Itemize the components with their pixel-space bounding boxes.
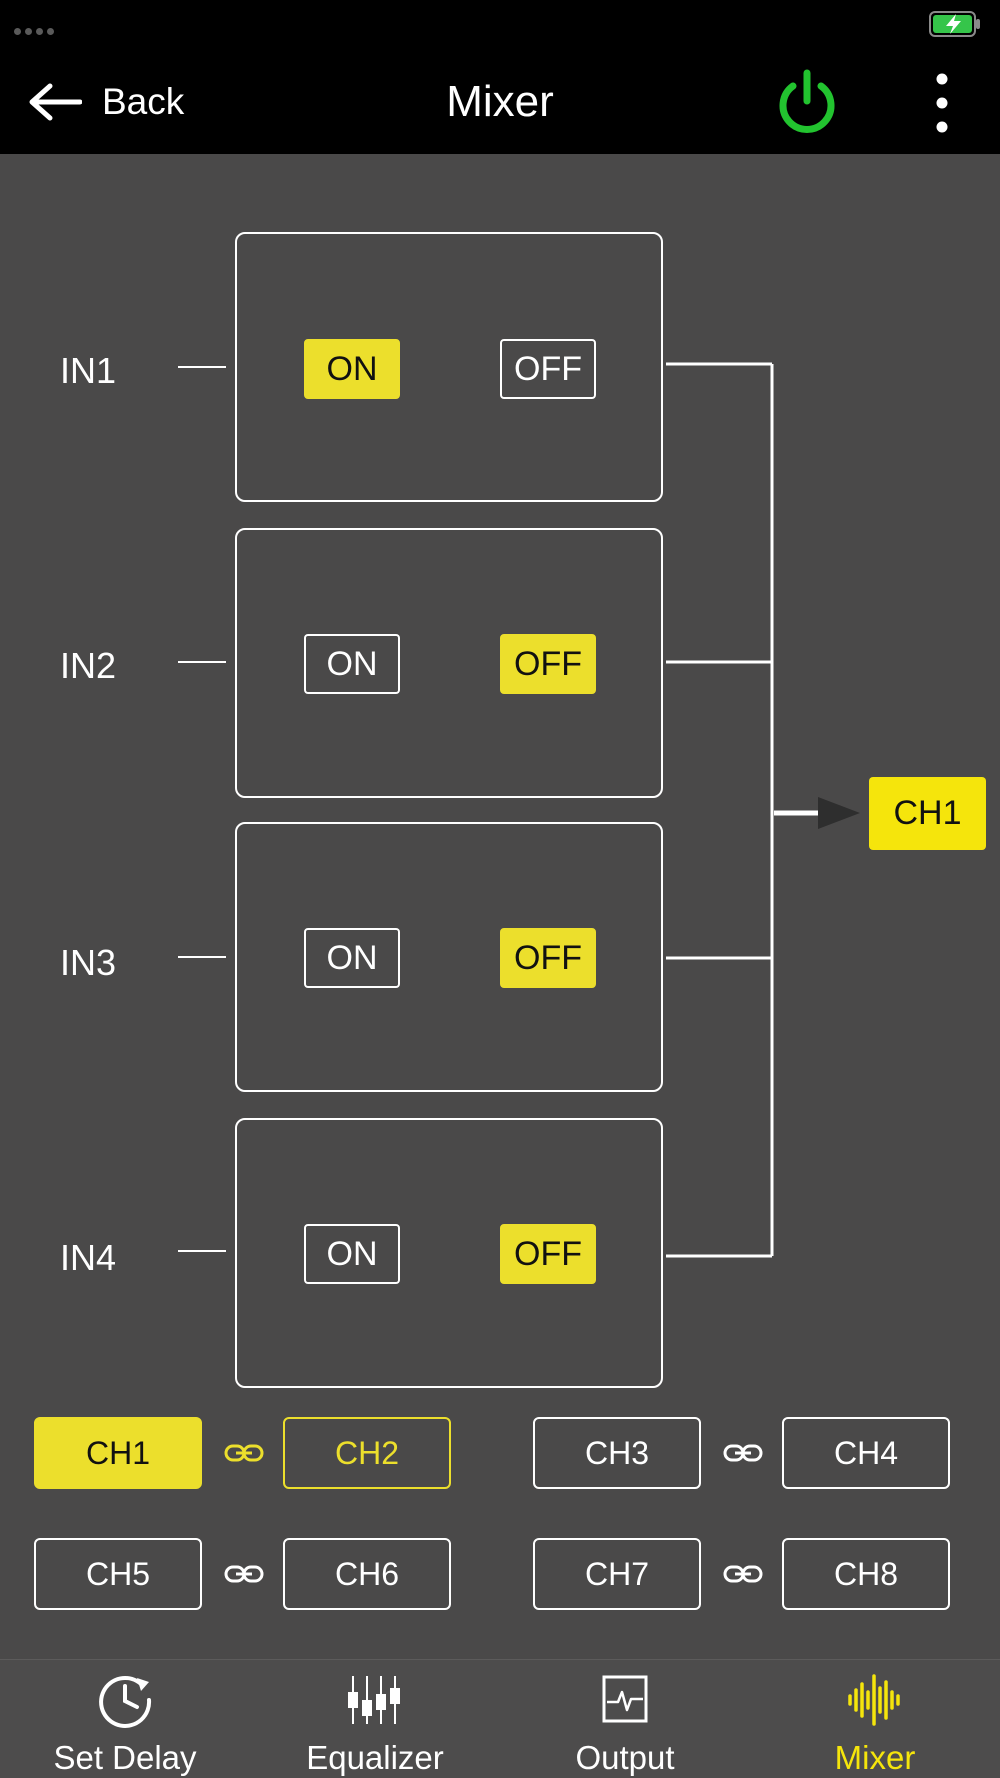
battery-charging-icon	[929, 11, 980, 37]
channel-button-ch2[interactable]: CH2	[283, 1417, 451, 1489]
off-toggle[interactable]: OFF	[500, 1224, 596, 1284]
channel-button-ch6[interactable]: CH6	[283, 1538, 451, 1610]
nav-label: Output	[575, 1739, 675, 1776]
mixer-waveform-icon	[848, 1674, 900, 1726]
route-box: ON OFF	[235, 528, 663, 798]
bottom-nav: Set Delay Equalizer Output Mixer	[0, 1659, 1000, 1778]
route-box: ON OFF	[235, 822, 663, 1092]
link-icon[interactable]	[224, 1562, 264, 1586]
app-header: Back Mixer	[0, 0, 1000, 154]
input-label: IN4	[60, 1237, 117, 1278]
input-label: IN1	[60, 350, 117, 391]
input-line	[178, 1250, 226, 1252]
nav-equalizer[interactable]: Equalizer	[250, 1660, 500, 1778]
output-waveform-icon	[602, 1675, 648, 1723]
link-icon[interactable]	[723, 1562, 763, 1586]
equalizer-icon	[348, 1676, 400, 1724]
link-icon[interactable]	[224, 1441, 264, 1465]
input-line	[178, 366, 226, 368]
page-title: Mixer	[446, 77, 554, 126]
back-button[interactable]: Back	[28, 74, 184, 130]
channel-button-ch4[interactable]: CH4	[782, 1417, 950, 1489]
channel-button-ch3[interactable]: CH3	[533, 1417, 701, 1489]
off-toggle[interactable]: OFF	[500, 928, 596, 988]
off-toggle[interactable]: OFF	[500, 634, 596, 694]
link-icon[interactable]	[723, 1441, 763, 1465]
signal-indicator	[14, 28, 54, 35]
channel-button-ch8[interactable]: CH8	[782, 1538, 950, 1610]
input-line	[178, 956, 226, 958]
channel-button-ch7[interactable]: CH7	[533, 1538, 701, 1610]
on-toggle[interactable]: ON	[304, 928, 400, 988]
route-box: ON OFF	[235, 232, 663, 502]
nav-label: Mixer	[834, 1739, 916, 1776]
route-box: ON OFF	[235, 1118, 663, 1388]
output-channel-badge: CH1	[869, 777, 986, 850]
more-options-icon[interactable]	[930, 70, 954, 136]
power-icon[interactable]	[776, 68, 838, 136]
arrow-left-icon	[29, 83, 82, 121]
nav-label: Equalizer	[306, 1739, 444, 1776]
channel-button-ch5[interactable]: CH5	[34, 1538, 202, 1610]
off-toggle[interactable]: OFF	[500, 339, 596, 399]
nav-label: Set Delay	[53, 1739, 197, 1776]
clock-icon	[99, 1675, 152, 1728]
on-toggle[interactable]: ON	[304, 1224, 400, 1284]
input-label: IN3	[60, 942, 117, 983]
channel-button-ch1[interactable]: CH1	[34, 1417, 202, 1489]
on-toggle[interactable]: ON	[304, 339, 400, 399]
nav-output[interactable]: Output	[500, 1660, 750, 1778]
input-label: IN2	[60, 645, 117, 686]
on-toggle[interactable]: ON	[304, 634, 400, 694]
input-line	[178, 661, 226, 663]
nav-mixer[interactable]: Mixer	[750, 1660, 1000, 1778]
nav-set-delay[interactable]: Set Delay	[0, 1660, 250, 1778]
back-label: Back	[102, 81, 185, 122]
